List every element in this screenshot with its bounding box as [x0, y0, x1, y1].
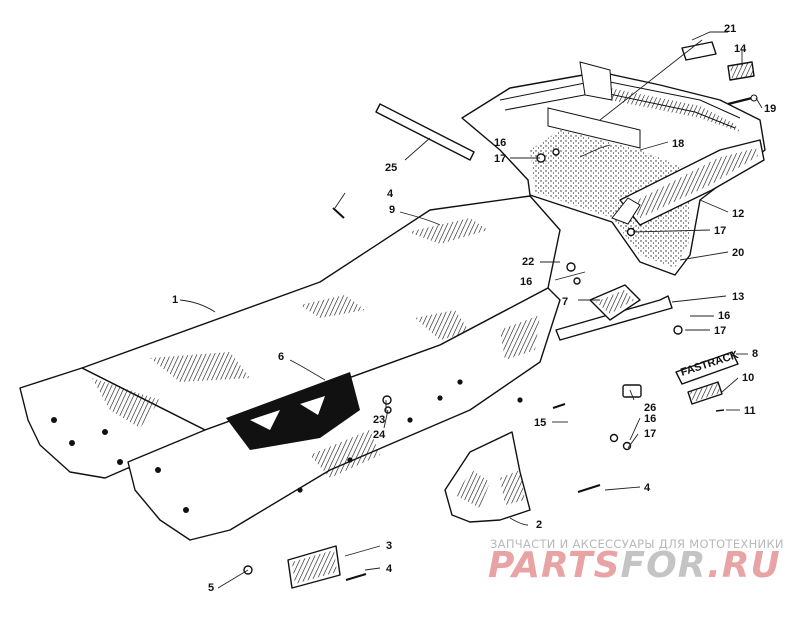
callout-6: 6 [278, 351, 284, 363]
callout-19: 19 [764, 103, 776, 115]
callout-22: 22 [522, 256, 534, 268]
plate-3 [287, 545, 341, 589]
callout-3: 3 [386, 540, 392, 552]
callouts: 1 2 3 4 4 4 5 6 7 8 9 10 11 12 13 14 15 … [172, 23, 776, 594]
callout-12: 12 [732, 208, 744, 220]
callout-9: 9 [389, 204, 395, 216]
callout-8: 8 [752, 348, 758, 360]
callout-25: 25 [385, 162, 397, 174]
bracket-7 [589, 284, 641, 321]
callout-4-right: 4 [644, 482, 651, 494]
callout-17-b: 17 [714, 225, 726, 237]
callout-17-d: 17 [644, 428, 656, 440]
fastrack-decal-8: FASTRACK [675, 349, 740, 385]
callout-26: 26 [644, 402, 656, 414]
watermark-brand-ru: .RU [707, 545, 781, 586]
trim-strip-25 [375, 103, 475, 161]
callout-24: 24 [373, 429, 386, 441]
decal-10 [687, 381, 723, 405]
callout-1: 1 [172, 294, 178, 306]
decal-14 [727, 61, 755, 81]
clip-26 [622, 384, 642, 398]
leader-lines [179, 31, 763, 589]
callout-13: 13 [732, 291, 744, 303]
callout-14: 14 [734, 43, 747, 55]
callout-15: 15 [534, 417, 546, 429]
tunnel [19, 195, 561, 541]
watermark-tagline: ЗАПЧАСТИ И АКСЕССУАРЫ ДЛЯ МОТОТЕХНИКИ [490, 537, 784, 551]
watermark-brand-parts: PARTS [488, 545, 621, 586]
callout-16-c: 16 [718, 310, 730, 322]
callout-17-a: 17 [494, 153, 506, 165]
seat-base-assembly [461, 61, 766, 276]
callout-7: 7 [562, 296, 568, 308]
callout-20: 20 [732, 247, 744, 259]
callout-21: 21 [724, 23, 736, 35]
callout-5: 5 [208, 582, 214, 594]
decal-21 [681, 41, 717, 61]
callout-10: 10 [742, 372, 754, 384]
callout-2: 2 [536, 519, 542, 531]
callout-16-d: 16 [644, 413, 656, 425]
callout-17-c: 17 [714, 325, 726, 337]
hitch-bracket-2 [444, 431, 531, 523]
screw-19 [727, 94, 758, 106]
callout-4-bottom: 4 [386, 563, 393, 575]
watermark-brand: PARTSFOR.RU [488, 548, 781, 584]
callout-23: 23 [373, 414, 385, 426]
rivet-holes [51, 379, 523, 513]
callout-16-b: 16 [520, 276, 532, 288]
watermark-brand-for: FOR [620, 545, 708, 586]
callout-18: 18 [672, 138, 684, 150]
callout-16-a: 16 [494, 137, 506, 149]
callout-11: 11 [744, 405, 756, 417]
callout-4-top: 4 [387, 188, 394, 200]
